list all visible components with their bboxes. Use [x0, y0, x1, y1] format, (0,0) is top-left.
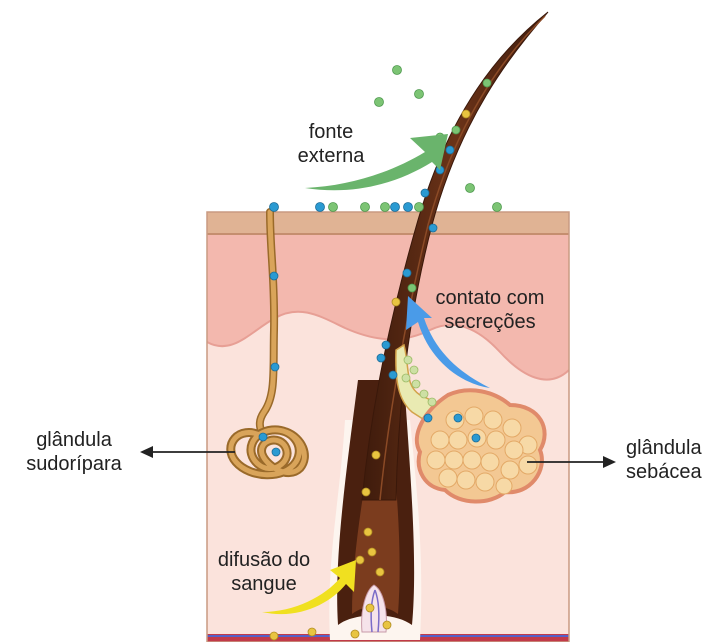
- blood-diffusion-label: difusão do sangue: [204, 548, 324, 596]
- external-source-label: fonte externa: [286, 120, 376, 168]
- blood-diffusion-line2: sangue: [204, 572, 324, 596]
- sweat-gland-line2: sudorípara: [14, 452, 134, 476]
- sebaceous-gland-line1: glândula: [626, 436, 722, 460]
- epidermis-layer: [207, 212, 569, 234]
- blood-diffusion-line1: difusão do: [204, 548, 324, 572]
- secretion-contact-label: contato com secreções: [420, 286, 560, 334]
- external-source-line1: fonte: [286, 120, 376, 144]
- secretion-contact-line1: contato com: [420, 286, 560, 310]
- secretion-contact-line2: secreções: [420, 310, 560, 334]
- sweat-gland-line1: glândula: [14, 428, 134, 452]
- sebaceous-gland-line2: sebácea: [626, 460, 722, 484]
- sebaceous-gland-label: glândula sebácea: [626, 436, 722, 484]
- external-source-line2: externa: [286, 144, 376, 168]
- sweat-gland-label: glândula sudorípara: [14, 428, 134, 476]
